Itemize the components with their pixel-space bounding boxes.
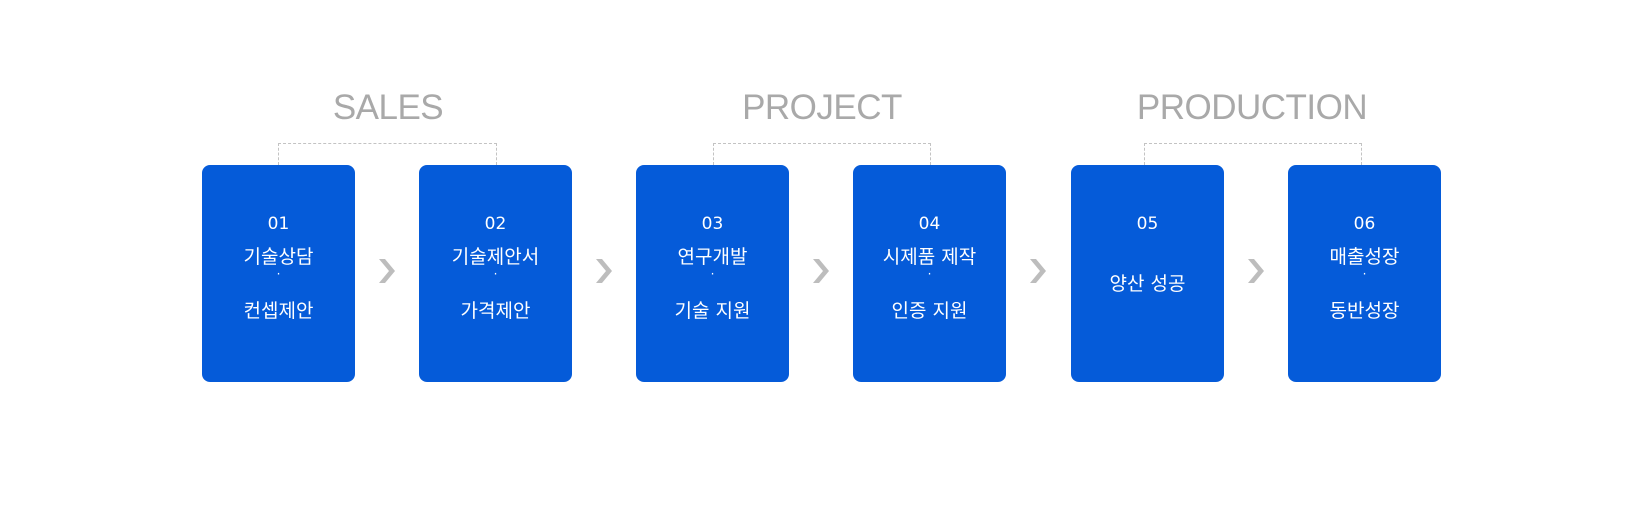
chevron-right-icon xyxy=(379,259,395,283)
chevron-right-icon xyxy=(596,259,612,283)
phase-bracket-project xyxy=(713,143,931,165)
phase-bracket-sales xyxy=(278,143,497,165)
step-box-03: 03 연구개발 · 기술 지원 xyxy=(636,165,789,382)
step-separator: · xyxy=(710,267,715,281)
step-subtitle: 컨셉제안 xyxy=(243,300,314,322)
step-title: 기술상담 xyxy=(243,246,314,268)
step-number: 03 xyxy=(701,214,724,234)
step-subtitle: 인증 지원 xyxy=(891,300,968,322)
step-separator: · xyxy=(493,267,498,281)
step-box-05: 05 양산 성공 xyxy=(1071,165,1224,382)
phase-label-production: PRODUCTION xyxy=(1136,88,1368,127)
step-title: 양산 성공 xyxy=(1109,273,1186,295)
step-subtitle: 동반성장 xyxy=(1329,300,1400,322)
step-separator: · xyxy=(276,267,281,281)
step-box-04: 04 시제품 제작 · 인증 지원 xyxy=(853,165,1006,382)
chevron-right-icon xyxy=(813,259,829,283)
step-box-06: 06 매출성장 · 동반성장 xyxy=(1288,165,1441,382)
step-subtitle: 가격제안 xyxy=(460,300,531,322)
step-title: 매출성장 xyxy=(1329,246,1400,268)
step-box-01: 01 기술상담 · 컨셉제안 xyxy=(202,165,355,382)
step-number: 05 xyxy=(1136,214,1159,234)
step-box-02: 02 기술제안서 · 가격제안 xyxy=(419,165,572,382)
chevron-right-icon xyxy=(1030,259,1046,283)
step-separator: · xyxy=(1362,267,1367,281)
step-number: 04 xyxy=(918,214,941,234)
step-title: 연구개발 xyxy=(677,246,748,268)
step-number: 02 xyxy=(484,214,507,234)
step-number: 06 xyxy=(1353,214,1376,234)
step-separator: · xyxy=(927,267,932,281)
phase-label-project: PROJECT xyxy=(742,88,902,127)
step-subtitle: 기술 지원 xyxy=(674,300,751,322)
phase-bracket-production xyxy=(1144,143,1362,165)
step-title: 시제품 제작 xyxy=(882,246,977,268)
phase-label-sales: SALES xyxy=(332,88,444,127)
chevron-right-icon xyxy=(1248,259,1264,283)
step-title: 기술제안서 xyxy=(451,246,540,268)
step-number: 01 xyxy=(267,214,290,234)
